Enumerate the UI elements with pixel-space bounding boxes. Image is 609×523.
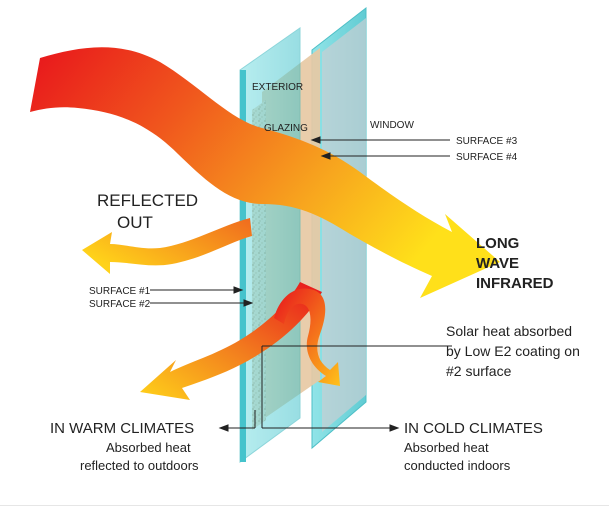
- cold-climates-title: IN COLD CLIMATES: [404, 420, 543, 437]
- surface-4-label: SURFACE #4: [456, 152, 518, 163]
- leader-lines: [150, 136, 452, 432]
- long-wave-label-3: INFRARED: [476, 275, 554, 292]
- front-glass-pane: [239, 27, 301, 463]
- small-heat-arrow: [274, 288, 340, 386]
- cold-climates-line-1: Absorbed heat: [404, 440, 489, 455]
- warm-climates-title: IN WARM CLIMATES: [50, 420, 194, 437]
- warm-climates-line-1: Absorbed heat: [106, 440, 191, 455]
- solar-heat-label-1: Solar heat absorbed: [446, 323, 572, 339]
- glazing-label: GLAZING: [264, 123, 308, 134]
- warm-climates-line-2: reflected to outdoors: [80, 458, 199, 473]
- long-wave-label-2: WAVE: [476, 255, 519, 272]
- reflected-out-arrow: [82, 218, 252, 274]
- cold-climates-line-2: conducted indoors: [404, 458, 511, 473]
- exterior-label: EXTERIOR: [252, 82, 303, 93]
- reflected-out-label-1: REFLECTED: [97, 191, 198, 210]
- front-glass-edge: [240, 70, 246, 462]
- warm-climate-arrow: [140, 282, 322, 400]
- footer-divider: [0, 505, 609, 506]
- reflected-out-label-2: OUT: [117, 213, 153, 232]
- main-heat-arrow: [30, 47, 500, 298]
- solar-heat-label-3: #2 surface: [446, 363, 512, 379]
- long-wave-label-1: LONG: [476, 235, 519, 252]
- window-label: WINDOW: [370, 120, 414, 131]
- solar-heat-label-2: by Low E2 coating on: [446, 343, 580, 359]
- surface-3-label: SURFACE #3: [456, 136, 518, 147]
- surface-1-label: SURFACE #1: [89, 286, 151, 297]
- surface-2-label: SURFACE #2: [89, 299, 151, 310]
